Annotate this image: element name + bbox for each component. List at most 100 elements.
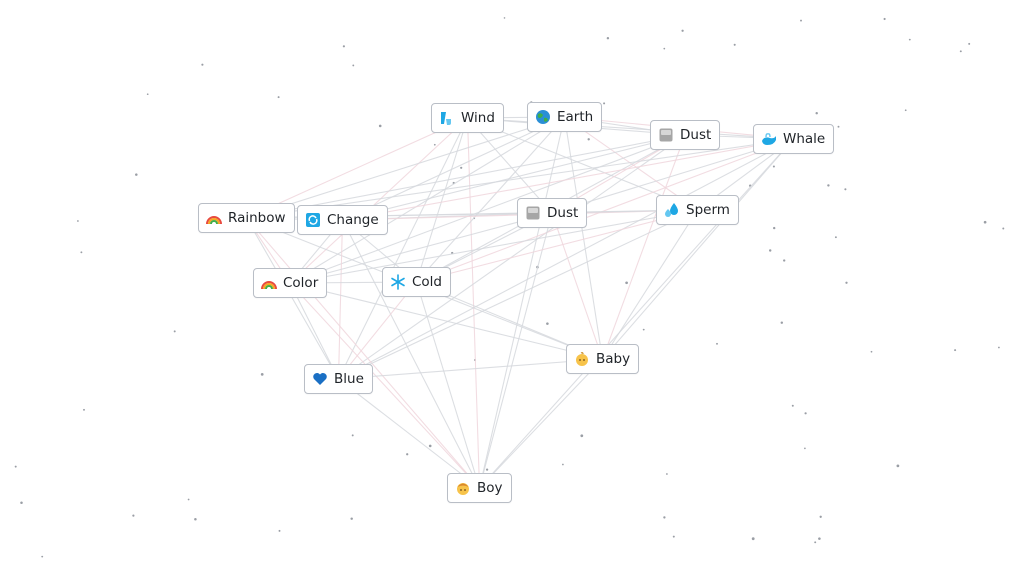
background-dot (666, 473, 668, 475)
background-dot (827, 184, 830, 187)
background-dot (800, 19, 802, 22)
background-dot (751, 537, 755, 541)
background-dot (733, 43, 736, 46)
baby-icon (574, 351, 590, 367)
connection-line (289, 282, 603, 360)
background-dot (352, 64, 355, 67)
background-dot (968, 42, 971, 45)
connection-line (602, 209, 698, 360)
connection-line (415, 281, 481, 489)
background-dot (562, 463, 564, 466)
background-dot (20, 501, 23, 504)
rainbow-icon (206, 210, 222, 226)
background-dot (603, 102, 606, 105)
connection-line (289, 209, 698, 284)
boy-icon (455, 480, 471, 496)
background-dot (883, 17, 886, 21)
node-label: Sperm (686, 202, 730, 218)
node-wind[interactable]: Wind (431, 103, 504, 133)
node-sperm[interactable]: Sperm (656, 195, 739, 225)
wind-icon (439, 110, 455, 126)
connection-line (338, 117, 468, 380)
node-boy[interactable]: Boy (447, 473, 512, 503)
connection-line (338, 138, 794, 380)
node-earth[interactable]: Earth (527, 102, 603, 132)
sweat-droplets-icon (664, 202, 680, 218)
node-rainbow[interactable]: Rainbow (198, 203, 295, 233)
node-label: Dust (680, 127, 712, 143)
background-dot (663, 516, 666, 519)
background-dot (194, 518, 197, 521)
background-dot (606, 36, 610, 40)
background-dot (83, 408, 85, 411)
node-dust-top[interactable]: Dust (650, 120, 721, 150)
node-blue[interactable]: Blue (304, 364, 373, 394)
earth-globe-icon (535, 109, 551, 125)
change-arrows-icon (305, 212, 321, 228)
node-cold[interactable]: Cold (382, 267, 452, 297)
connection-line (246, 116, 565, 219)
connection-line (342, 138, 794, 221)
connection-line (246, 134, 686, 219)
background-dot (818, 537, 821, 540)
connection-line (601, 134, 686, 360)
connection-line (246, 217, 339, 380)
background-dot (716, 342, 718, 345)
background-dot (580, 434, 584, 438)
connection-line (479, 138, 794, 489)
node-color[interactable]: Color (253, 268, 328, 298)
background-dot (342, 45, 345, 48)
node-dust-middle[interactable]: Dust (517, 198, 588, 228)
node-label: Dust (547, 205, 579, 221)
background-dot (351, 434, 354, 437)
node-label: Change (327, 212, 379, 228)
connection-line (338, 378, 480, 489)
connection-line (563, 116, 604, 360)
rainbow-icon (261, 275, 277, 291)
connection-line (467, 117, 698, 211)
connection-line (289, 282, 339, 380)
snowflake-icon (390, 274, 406, 290)
node-label: Boy (477, 480, 503, 496)
blue-heart-icon (312, 371, 328, 387)
background-dot (681, 29, 684, 32)
background-dot (80, 251, 83, 254)
connection-line (478, 212, 553, 489)
background-dot (14, 465, 17, 468)
background-dot (587, 138, 590, 141)
connection-line (467, 117, 794, 140)
connection-line (416, 138, 794, 283)
background-dot (433, 143, 436, 146)
connection-line (246, 217, 480, 489)
background-dot (485, 468, 489, 471)
background-dot (146, 93, 149, 96)
background-dot (983, 220, 987, 224)
connection-line (342, 134, 686, 221)
connection-line (289, 134, 686, 284)
connection-line (466, 117, 481, 489)
background-dot (845, 281, 848, 284)
node-label: Baby (596, 351, 631, 367)
connection-line (415, 117, 469, 283)
connection-line (289, 116, 565, 284)
background-dot (260, 373, 264, 376)
node-baby[interactable]: Baby (566, 344, 640, 374)
background-dot (663, 47, 666, 50)
background-dot (277, 96, 280, 99)
background-dot (908, 38, 911, 41)
background-dot (503, 17, 506, 19)
background-dot (173, 330, 176, 333)
node-label: Rainbow (228, 210, 286, 226)
connection-line (342, 116, 565, 221)
background-dot (546, 322, 549, 325)
connection-line (289, 212, 553, 284)
dust-icon (658, 127, 674, 143)
node-change[interactable]: Change (297, 205, 388, 235)
connection-line (551, 212, 604, 360)
node-whale[interactable]: Whale (753, 124, 835, 154)
background-dot (791, 404, 794, 407)
background-dot (804, 412, 807, 415)
background-dot (201, 63, 204, 66)
background-dot (814, 541, 817, 544)
